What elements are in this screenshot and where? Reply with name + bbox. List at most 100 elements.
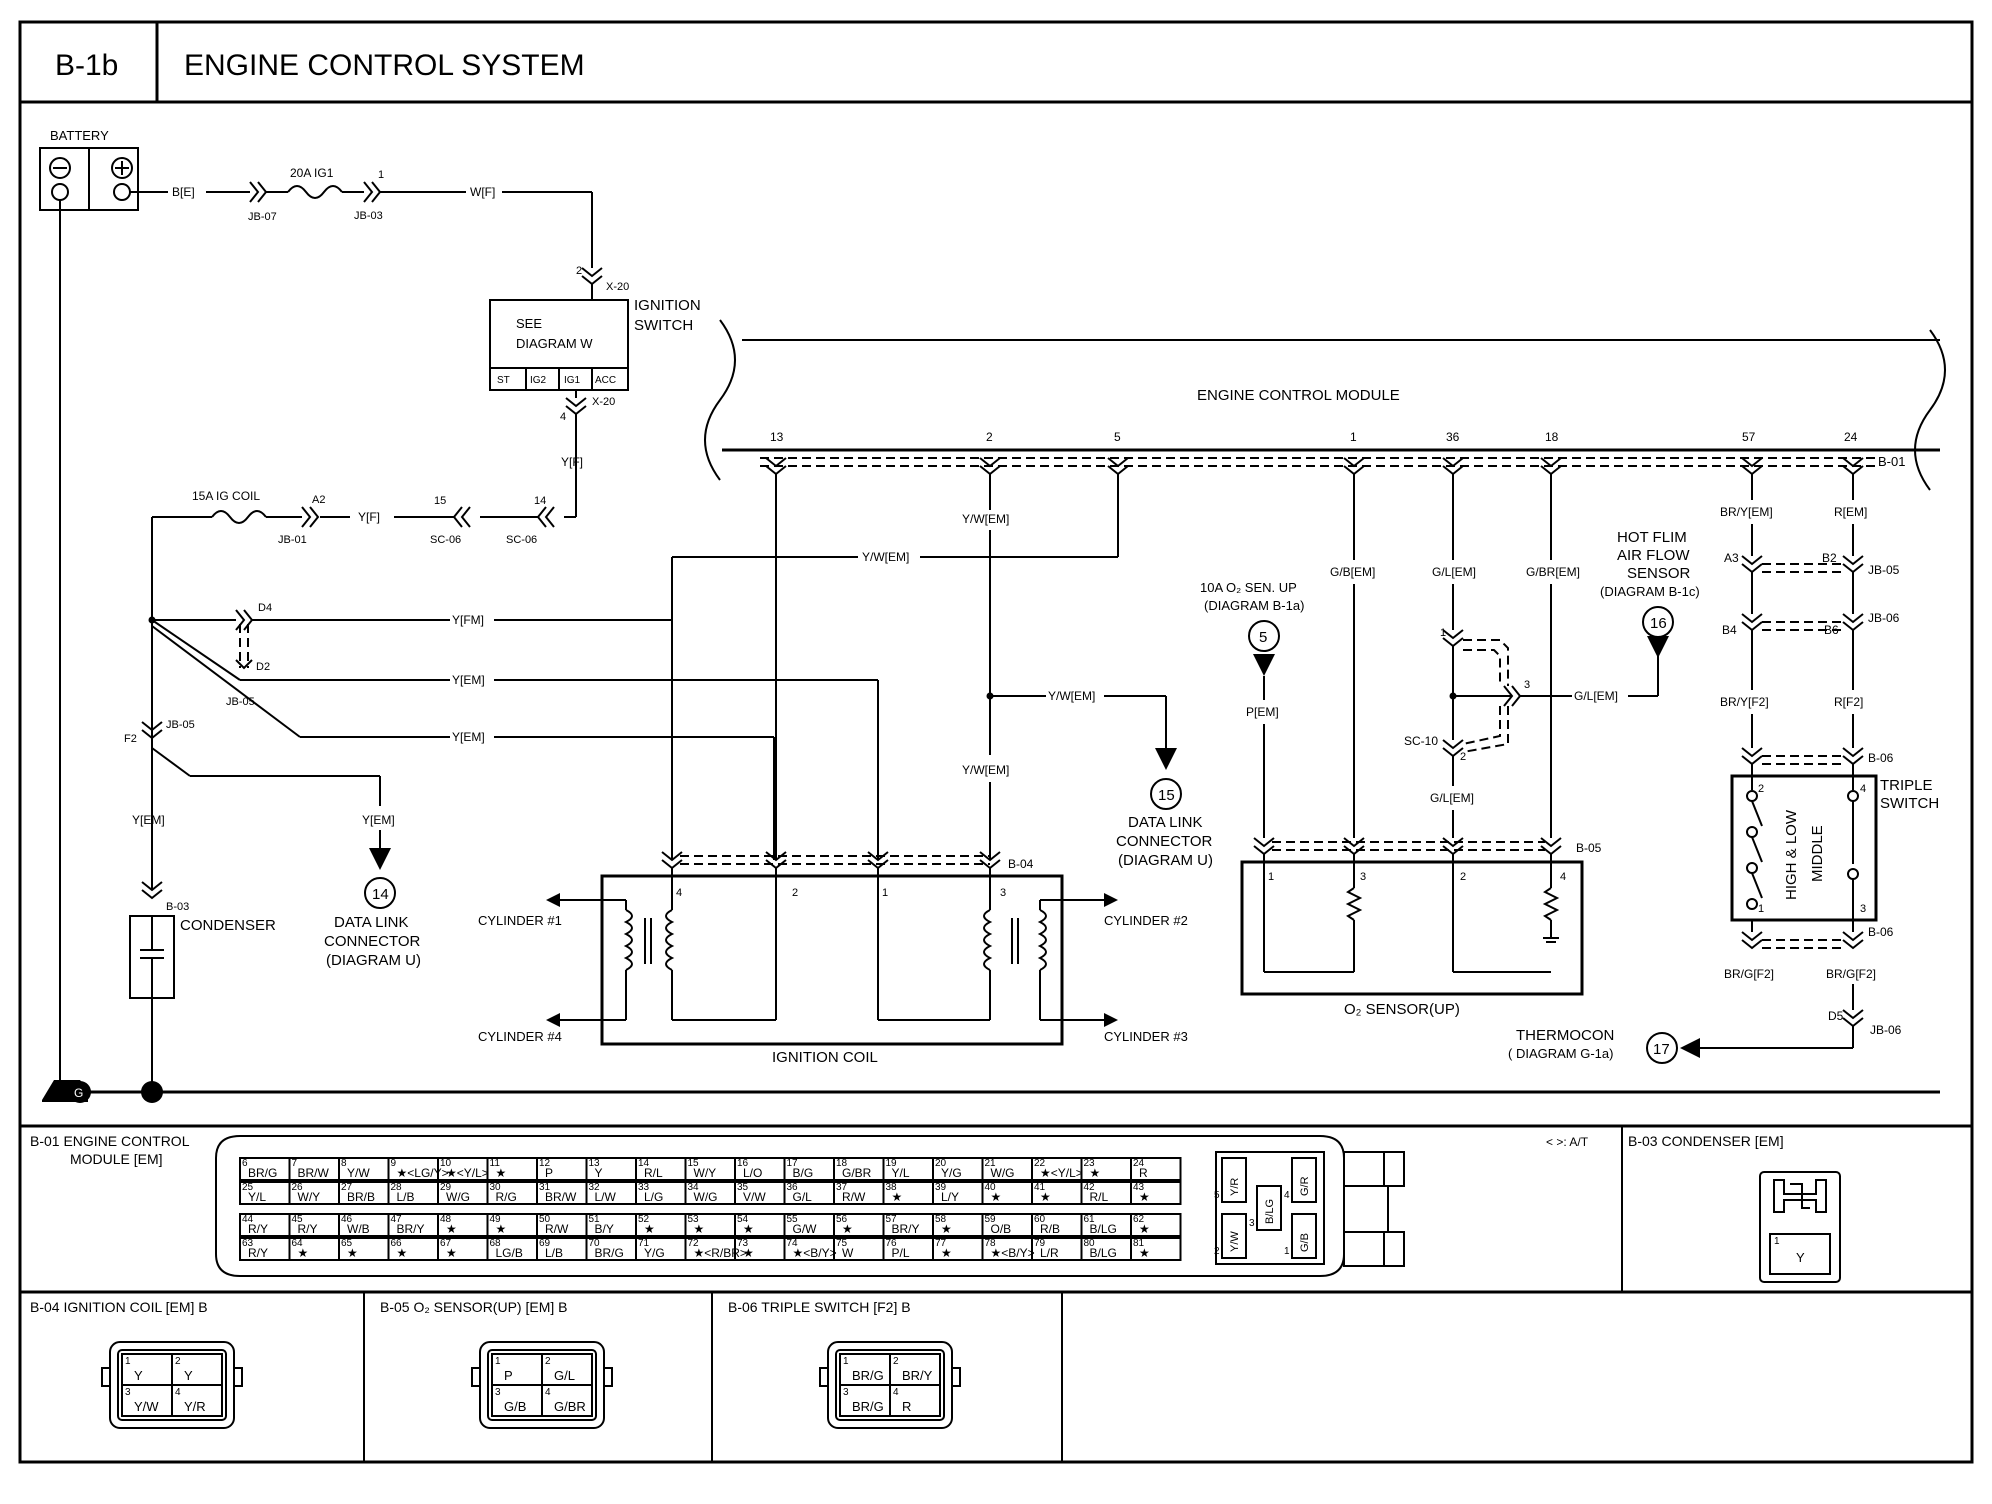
connector-label: B-04 [1008,857,1034,871]
pin-number: 67 [440,1238,452,1249]
ecm-label: ENGINE CONTROL MODULE [1197,387,1400,404]
pin-number: 57 [886,1214,898,1225]
pin-number: 60 [1034,1214,1046,1225]
wire-label: W[F] [470,185,495,199]
pin-number: 68 [490,1238,502,1249]
pin-wire: ★<R/BR> [694,1246,747,1260]
pin-label: 4 [560,411,566,423]
pin-number: 48 [440,1214,452,1225]
section-title: B-03 CONDENSER [EM] [1628,1133,1784,1149]
ref-label: (DIAGRAM U) [1118,852,1213,869]
pin-wire: B/LG [1264,1199,1276,1224]
triple-switch: 2 4 1 3 HIGH & LOW MIDDLE TRIPLE SWITCH [1730,764,1939,922]
triple-switch-label: SWITCH [1880,795,1939,812]
b01-pin-cell [1130,1213,1182,1237]
pin-wire: Y/R [184,1399,206,1414]
pin-wire: W/Y [298,1190,321,1204]
pin-number: 76 [886,1238,898,1249]
pin-wire: G/BR [554,1399,586,1414]
pin-number: 4 [545,1387,551,1398]
wire-label: BR/Y[F2] [1720,695,1769,709]
ref-number: 17 [1653,1041,1670,1058]
pin-wire: R/Y [298,1222,318,1236]
pin-wire: ★ [496,1222,507,1236]
pin-number: 40 [985,1182,997,1193]
pin-number: 18 [836,1158,848,1169]
pin-wire: V/W [743,1190,766,1204]
wire-label: Y[EM] [362,813,395,827]
pin-label: B2 [1822,551,1837,565]
pin-number: 3 [125,1387,131,1398]
pin-wire: G/BR [842,1166,872,1180]
wire-label: G/L[EM] [1430,791,1474,805]
pin-wire: R/Y [248,1222,268,1236]
pin-number: 31 [539,1182,551,1193]
pin-number: 3 [843,1387,849,1398]
ref-label: CONNECTOR [324,933,421,950]
pin-number: 49 [490,1214,502,1225]
ref-label: SENSOR [1627,565,1691,582]
pin-number: 2 [1214,1246,1220,1257]
wire-label: G/BR[EM] [1526,565,1580,579]
pin-wire: ★ [743,1246,754,1260]
pin-number: 13 [589,1158,601,1169]
pin-label: 1 [1350,430,1357,444]
o2-sensor-label: O₂ SENSOR(UP) [1344,1001,1460,1018]
condenser: CONDENSER [129,915,276,999]
pin-wire: P [504,1368,513,1383]
pin-number: 39 [935,1182,947,1193]
connector-label: JB-03 [354,210,383,222]
pin-wire: R/L [1090,1190,1109,1204]
pin-wire: Y/W [347,1166,370,1180]
pin-number: 12 [539,1158,551,1169]
b01-pin-cell [1130,1237,1182,1261]
pin-number: 24 [1133,1158,1145,1169]
pin-label: 14 [534,495,546,507]
pin-number: 42 [1084,1182,1096,1193]
ignition-switch-label: SWITCH [634,317,693,334]
pin-number: 56 [836,1214,848,1225]
pin-number: 71 [638,1238,650,1249]
pin-wire: BR/G [595,1246,624,1260]
connector-label: JB-07 [248,211,277,223]
pin-wire: Y/R [1229,1178,1241,1196]
o2-sensor: B-05 1 3 2 4 O₂ SENSOR(UP) [1240,837,1602,1018]
wire-label: R[F2] [1834,695,1863,709]
pin-label: 24 [1844,430,1858,444]
pin-wire: G/B [1299,1233,1311,1252]
pin-number: 32 [589,1182,601,1193]
ref-label: DATA LINK [1128,814,1202,831]
pin-label: 2 [1758,783,1764,795]
pin-number: 2 [545,1356,551,1367]
ref-label: (DIAGRAM B-1a) [1204,598,1304,613]
pin-number: 19 [886,1158,898,1169]
pin-number: 1 [1284,1246,1290,1257]
pin-wire: B/G [793,1166,814,1180]
pin-number: 51 [589,1214,601,1225]
pin-wire: BR/G [852,1399,884,1414]
pin-number: 29 [440,1182,452,1193]
pin-wire: ★ [644,1222,655,1236]
pin-wire: R/Y [248,1246,268,1260]
pin-wire: W/G [446,1190,470,1204]
wire-label: Y[FM] [452,613,484,627]
pin-label: A2 [312,494,325,506]
pin-number: 33 [638,1182,650,1193]
pin-number: 72 [688,1238,700,1249]
ground-icon: G [42,1080,91,1103]
ref-number: 14 [372,886,389,903]
triple-switch-label: TRIPLE [1880,777,1933,794]
pin-label: 4 [676,887,682,899]
pin-wire: Y/G [941,1166,962,1180]
b01-side-cell [1291,1157,1317,1203]
connector-label: B-01 [1878,454,1905,469]
pin-number: 22 [1034,1158,1046,1169]
pin-number: 61 [1084,1214,1096,1225]
pin-number: 47 [391,1214,403,1225]
pin-wire: L/W [595,1190,617,1204]
pin-wire: O/B [991,1222,1012,1236]
connector-label: SC-06 [430,534,461,546]
pin-number: 63 [242,1238,254,1249]
